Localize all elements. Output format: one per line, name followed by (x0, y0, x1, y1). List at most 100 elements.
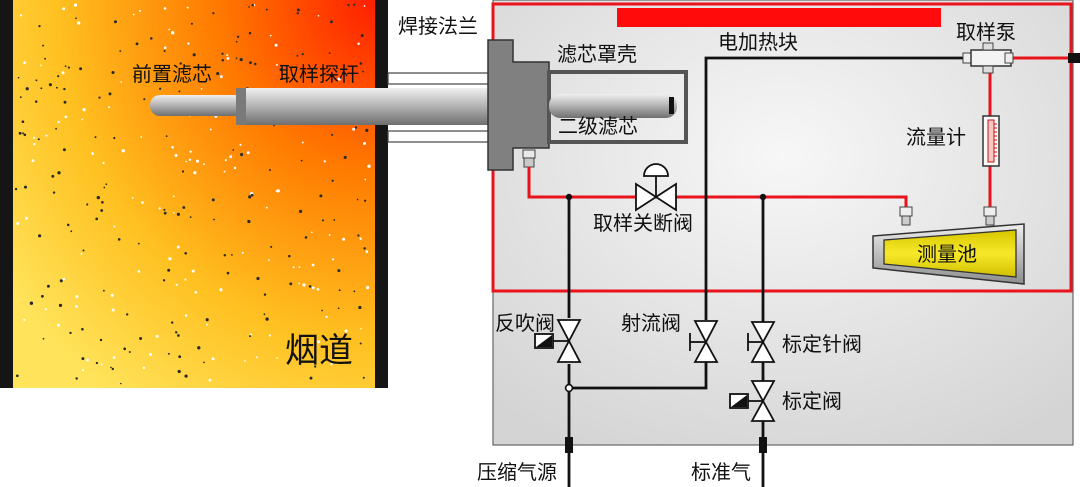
dust-speck (168, 28, 170, 31)
dust-speck (337, 269, 341, 273)
dust-speck (331, 133, 334, 136)
dust-speck (69, 331, 72, 335)
dust-speck (111, 308, 115, 312)
dust-speck (304, 236, 308, 239)
dust-speck (14, 187, 18, 191)
dust-speck (300, 159, 303, 162)
dust-speck (184, 252, 187, 255)
dust-speck (189, 216, 192, 219)
dust-speck (99, 338, 103, 342)
flue-label: 烟道 (285, 331, 353, 371)
dust-speck (25, 216, 28, 220)
dust-speck (62, 148, 66, 152)
dust-speck (192, 53, 196, 57)
dust-speck (265, 8, 268, 11)
dust-speck (184, 374, 188, 378)
heater-block-label: 电加热块 (718, 30, 798, 54)
dust-speck (265, 206, 268, 209)
dust-speck (23, 318, 26, 321)
dust-speck (140, 136, 143, 138)
dust-speck (186, 6, 189, 9)
dust-speck (86, 203, 89, 206)
analyzer-cabinet (492, 0, 1074, 446)
dust-speck (224, 159, 227, 162)
dust-speck (168, 257, 172, 261)
dust-speck (208, 378, 212, 382)
sample-shutoff-valve[interactable] (635, 163, 677, 212)
flue-wall-right (375, 0, 388, 388)
dust-speck (302, 283, 306, 287)
dust-speck (172, 211, 175, 214)
measurement-cell[interactable] (872, 206, 1025, 285)
dust-speck (120, 81, 123, 83)
dust-speck (338, 289, 341, 292)
jet-valve-label: 射流阀 (621, 311, 681, 335)
dust-speck (219, 75, 223, 79)
dust-speck (331, 258, 335, 261)
sampling-probe[interactable] (150, 88, 498, 125)
dust-speck (163, 7, 167, 10)
dust-speck (142, 366, 146, 370)
dust-speck (235, 40, 238, 43)
pre-filter (150, 95, 245, 116)
dust-speck (342, 237, 346, 241)
dust-speck (38, 24, 41, 28)
dust-speck (117, 238, 121, 241)
secondary-filter-label: 二级滤芯 (558, 114, 638, 138)
dust-speck (95, 361, 99, 365)
dust-speck (23, 133, 27, 137)
dust-speck (133, 75, 136, 78)
dust-speck (359, 62, 363, 65)
calibration-needle-valve[interactable] (747, 321, 776, 363)
dust-speck (364, 178, 367, 181)
dust-speck (67, 66, 70, 69)
dust-speck (289, 282, 293, 286)
dust-speck (110, 293, 114, 297)
dust-speck (111, 70, 115, 75)
dust-speck (356, 198, 359, 201)
dust-speck (81, 327, 84, 331)
dust-speck (86, 358, 89, 362)
dust-speck (309, 376, 313, 380)
dust-speck (299, 209, 303, 213)
flow-meter[interactable] (982, 115, 1000, 167)
dust-speck (301, 141, 304, 144)
dust-speck (57, 171, 61, 175)
dust-speck (112, 356, 116, 359)
sample-shutoff-valve-label: 取样关断阀 (593, 211, 693, 235)
dust-speck (165, 135, 168, 138)
dust-speck (248, 6, 250, 8)
dust-speck (33, 142, 36, 146)
dust-speck (175, 283, 178, 286)
dust-speck (177, 334, 180, 337)
dust-speck (163, 46, 167, 50)
flue-duct (0, 0, 388, 388)
blowback-valve[interactable] (534, 319, 582, 363)
dust-speck (64, 115, 68, 119)
dust-speck (359, 237, 362, 240)
dust-speck (102, 161, 105, 165)
dust-speck (251, 3, 255, 7)
dust-speck (131, 197, 134, 199)
dust-speck (310, 231, 313, 234)
blowback-valve-label: 反吹阀 (495, 311, 555, 335)
dust-speck (163, 208, 166, 211)
dust-speck (123, 347, 127, 351)
jet-valve[interactable] (689, 320, 719, 363)
dust-speck (256, 356, 258, 359)
dust-speck (363, 199, 367, 202)
calibration-valve[interactable] (729, 380, 776, 422)
dust-speck (178, 90, 181, 93)
dust-speck (248, 31, 252, 35)
dust-speck (365, 250, 369, 253)
dust-speck (247, 219, 251, 224)
dust-speck (23, 185, 28, 189)
dust-speck (163, 211, 167, 215)
dust-speck (98, 96, 101, 99)
dust-speck (105, 183, 108, 186)
dust-speck (113, 225, 116, 228)
sample-pump[interactable] (962, 42, 1014, 74)
dust-speck (325, 315, 328, 319)
dust-speck (110, 366, 112, 369)
dust-speck (205, 318, 209, 322)
